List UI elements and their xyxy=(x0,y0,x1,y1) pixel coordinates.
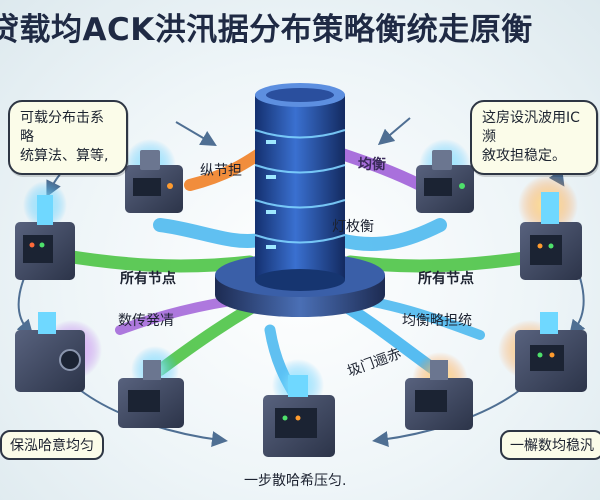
server-node-top-right xyxy=(416,139,474,213)
label-bottom-right: 一檞数均稳汎 xyxy=(500,430,600,460)
server-node-right xyxy=(518,175,582,280)
server-node-mid-right xyxy=(498,312,587,392)
flow-blue-right xyxy=(333,218,447,252)
callout-top-left-line1: 可载分布击系略 xyxy=(20,110,104,145)
callout-top-right-line2: 敘攻担稳定。 xyxy=(482,148,566,164)
callout-top-left-line2: 统算法、算等, xyxy=(20,148,109,164)
flow-blue-left xyxy=(153,218,267,248)
label-mid-right: 所有节点 xyxy=(418,271,474,287)
label-center: 灯枚衡 xyxy=(332,219,374,235)
diagram-title: 贷载均ACK洪汛据分布策略衡统走原衡 xyxy=(0,12,533,48)
server-node-mid-left xyxy=(15,312,102,392)
label-near-top-left: 纵节担 xyxy=(200,163,242,179)
server-node-top-left xyxy=(124,139,183,213)
server-nodes xyxy=(15,139,587,457)
label-lower-right: 均衡略担统 xyxy=(402,313,472,329)
label-bottom-center: 一步散哈希压匀. xyxy=(244,473,347,489)
server-node-bottom-center xyxy=(263,359,335,457)
flow-green-left xyxy=(53,248,257,273)
label-near-top-right: 均衡 xyxy=(358,157,386,173)
central-database xyxy=(215,83,385,317)
callout-top-right-line1: 这房设汎波用IC濒 xyxy=(482,110,580,145)
callout-top-right: 这房设汎波用IC濒 敘攻担稳定。 xyxy=(470,100,598,175)
label-bottom-left: 保泓哈意均匀 xyxy=(0,430,104,460)
flow-green-right xyxy=(343,248,552,273)
label-lower-left: 数传発凊 xyxy=(118,313,174,329)
callout-top-left: 可载分布击系略 统算法、算等, xyxy=(8,100,128,175)
server-node-bottom-right xyxy=(405,352,473,430)
server-node-bottom-left xyxy=(118,346,184,428)
server-node-left xyxy=(15,181,75,280)
label-mid-left: 所有节点 xyxy=(120,271,176,287)
